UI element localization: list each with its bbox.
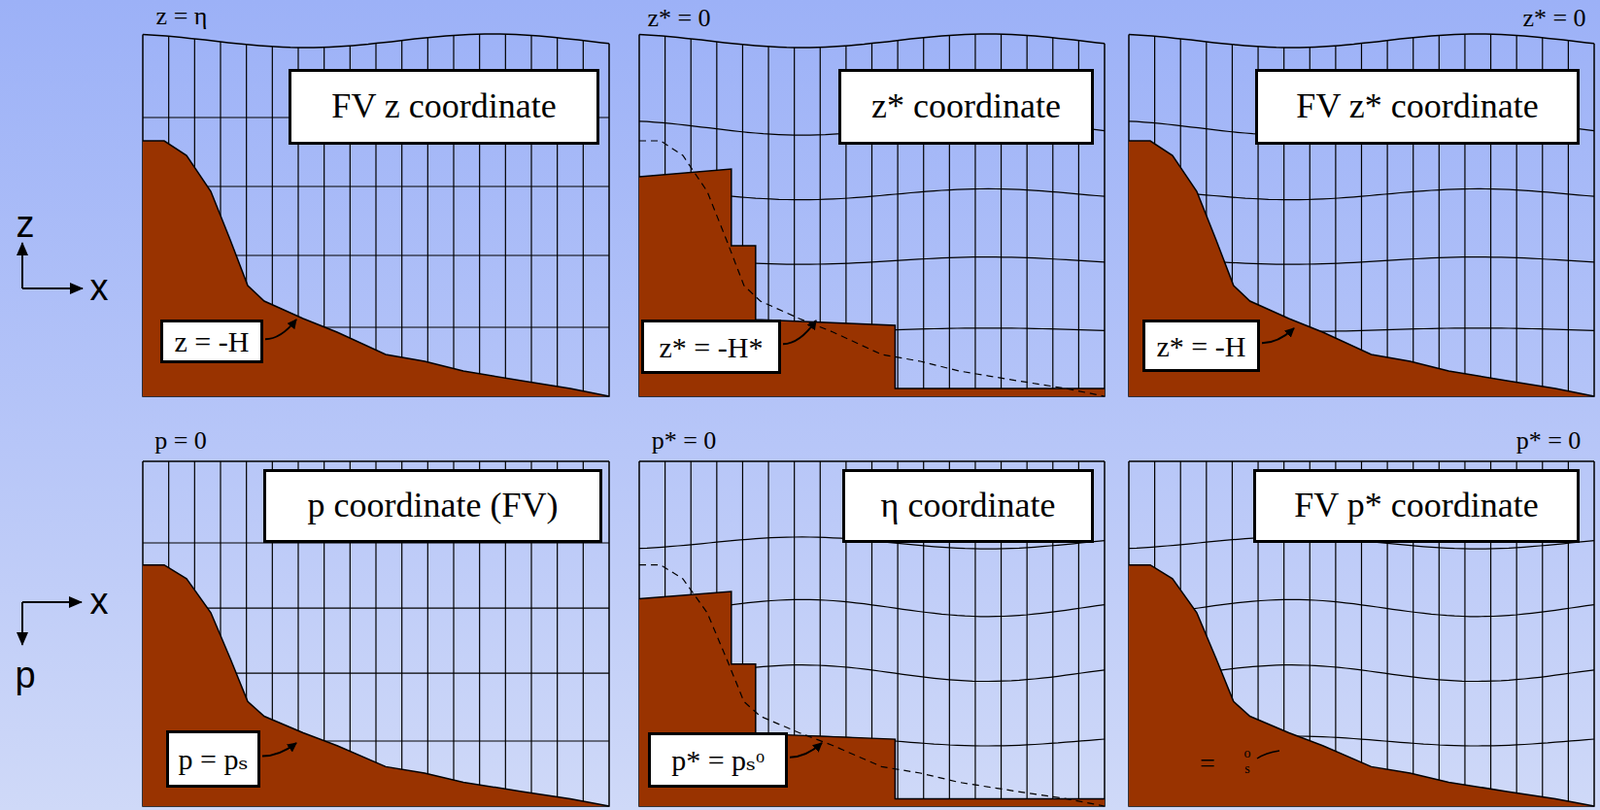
leader-arrow (262, 743, 297, 757)
bathymetry-outline (639, 169, 1105, 389)
bathymetry-outline (1128, 565, 1595, 807)
title-box: p coordinate (FV) (263, 469, 603, 544)
true-bathymetry (639, 140, 1105, 397)
panel-frame (142, 34, 610, 397)
panel-frame (142, 461, 610, 807)
callout-box: z* = -H (1142, 319, 1260, 373)
grid-panel (142, 34, 610, 397)
title-box: FV z* coordinate (1255, 68, 1580, 145)
panel-title: p coordinate (FV) (307, 486, 559, 526)
boundary-label: z* = -H (1157, 330, 1247, 363)
surface-label: p* = 0 (1516, 427, 1582, 456)
callout-box: p* = pₛᵒ (647, 732, 788, 788)
panel-title: FV p* coordinate (1293, 486, 1538, 526)
axis-arrows (22, 242, 1280, 759)
title-box: FV p* coordinate (1253, 469, 1580, 544)
grid-panel (639, 461, 1105, 807)
leader-arrow (1261, 328, 1294, 343)
panel-frame (1128, 34, 1595, 397)
axis-label: x (90, 581, 109, 623)
panel-frame (639, 34, 1105, 397)
grid-panel (142, 461, 610, 807)
bathymetry (1128, 565, 1595, 807)
surface-label: p* = 0 (651, 427, 717, 456)
grid-line (142, 185, 610, 187)
panel-frame (1128, 461, 1595, 807)
boundary-label: z* = -H* (659, 331, 764, 364)
grid-panel (639, 34, 1105, 397)
title-box: FV z coordinate (288, 68, 600, 145)
panel-title: FV z coordinate (331, 87, 556, 127)
grid-line (1128, 599, 1595, 617)
bathymetry-outline (1128, 140, 1595, 397)
title-box: η coordinate (842, 469, 1094, 544)
callout-box: p = pₛ (166, 730, 261, 788)
panel-frame (639, 461, 1105, 807)
boundary-label: z = -H (174, 325, 250, 358)
grid-line (142, 607, 610, 609)
surface-label: z = η (156, 2, 208, 32)
bathymetry (142, 140, 610, 397)
bathymetry (142, 565, 610, 807)
title-box: z* coordinate (838, 68, 1094, 145)
leader-arrow (782, 320, 817, 344)
panel-title: FV z* coordinate (1295, 87, 1538, 127)
fragment-label: o (1244, 746, 1252, 761)
true-bathymetry (639, 565, 1105, 807)
fragment-label: s (1244, 761, 1250, 777)
boundary-label: p = pₛ (177, 743, 248, 776)
bathymetry-outline (142, 140, 610, 397)
surface-label: z* = 0 (646, 4, 711, 34)
surface-label: z* = 0 (1522, 4, 1586, 34)
callout-box: z* = -H* (641, 319, 782, 375)
callout-box: z = -H (160, 319, 264, 364)
axis-label: x (90, 268, 109, 309)
grid-panel (1128, 34, 1595, 397)
bathymetry (639, 169, 1105, 397)
boundary-label: p* = pₛᵒ (671, 744, 765, 777)
surface-label: p = 0 (154, 427, 207, 456)
grid-panel (1128, 461, 1595, 807)
leader-arrow (265, 319, 297, 340)
leader-arrow (789, 743, 822, 758)
fragment-label: = (1199, 748, 1216, 780)
panel-title: z* coordinate (871, 87, 1061, 127)
bathymetry-outline (142, 565, 610, 807)
bathymetry (639, 591, 1105, 807)
axis-label: p (14, 655, 35, 697)
bathymetry (1128, 140, 1595, 397)
bathymetry-outline (639, 591, 1105, 799)
axis-label: z (16, 204, 35, 246)
panel-title: η coordinate (881, 486, 1056, 526)
